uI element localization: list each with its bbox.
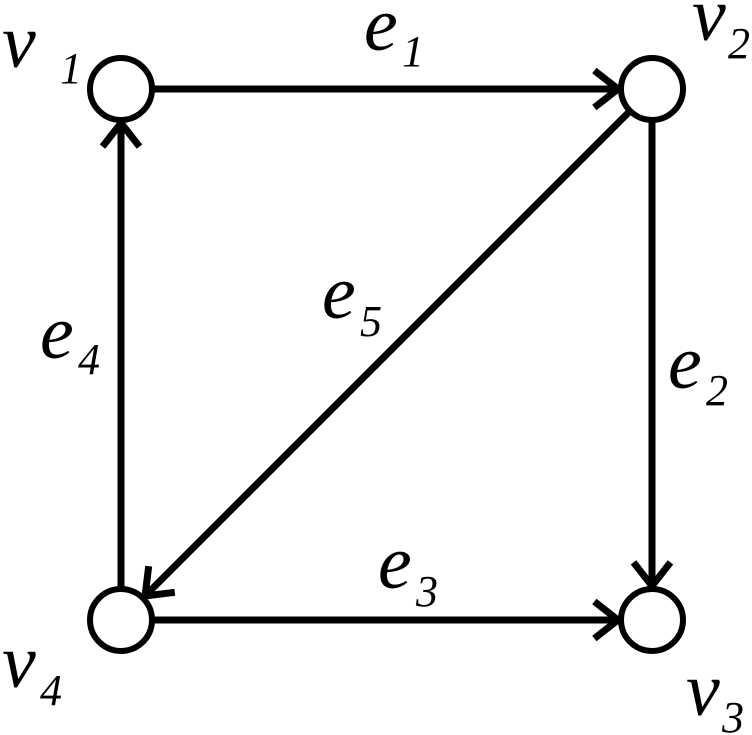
edges bbox=[99, 67, 674, 642]
edge-label-e3-letter: e bbox=[378, 521, 412, 605]
edge-label-e5-subscript: 5 bbox=[360, 297, 382, 346]
vertex-v3 bbox=[618, 586, 686, 654]
edge-e5-line bbox=[142, 108, 633, 599]
vertex-label-v3-subscript: 3 bbox=[721, 693, 744, 735]
vertices bbox=[87, 55, 686, 654]
vertex-label-v2-subscript: 2 bbox=[728, 19, 750, 68]
vertex-v2 bbox=[618, 55, 686, 123]
vertex-label-v1-subscript: 1 bbox=[60, 44, 82, 93]
edge-e3 bbox=[152, 598, 624, 642]
edge-e5-arrowhead-icon bbox=[141, 565, 176, 600]
edge-e5 bbox=[141, 108, 633, 600]
vertex-v1 bbox=[87, 55, 155, 123]
vertex-v4 bbox=[87, 586, 155, 654]
edge-e4 bbox=[99, 117, 143, 589]
vertex-label-v1-letter: v bbox=[2, 0, 36, 84]
vertex-label-v4-letter: v bbox=[2, 620, 36, 704]
vertex-label-v2-letter: v bbox=[692, 0, 726, 57]
edge-label-e4-subscript: 4 bbox=[78, 335, 100, 384]
vertex-label-v3-letter: v bbox=[686, 648, 720, 732]
edge-e2 bbox=[630, 120, 674, 592]
edge-label-e1-letter: e bbox=[364, 0, 398, 67]
edge-label-e2-letter: e bbox=[668, 321, 702, 405]
edge-e1 bbox=[152, 67, 624, 111]
edge-label-e2-subscript: 2 bbox=[706, 366, 728, 415]
edge-label-e4-letter: e bbox=[40, 291, 74, 375]
vertex-label-v4-subscript: 4 bbox=[40, 666, 62, 715]
edge-label-e1-subscript: 1 bbox=[402, 27, 424, 76]
edge-label-e3-subscript: 3 bbox=[415, 567, 438, 616]
edge-label-e5-letter: e bbox=[322, 251, 356, 335]
